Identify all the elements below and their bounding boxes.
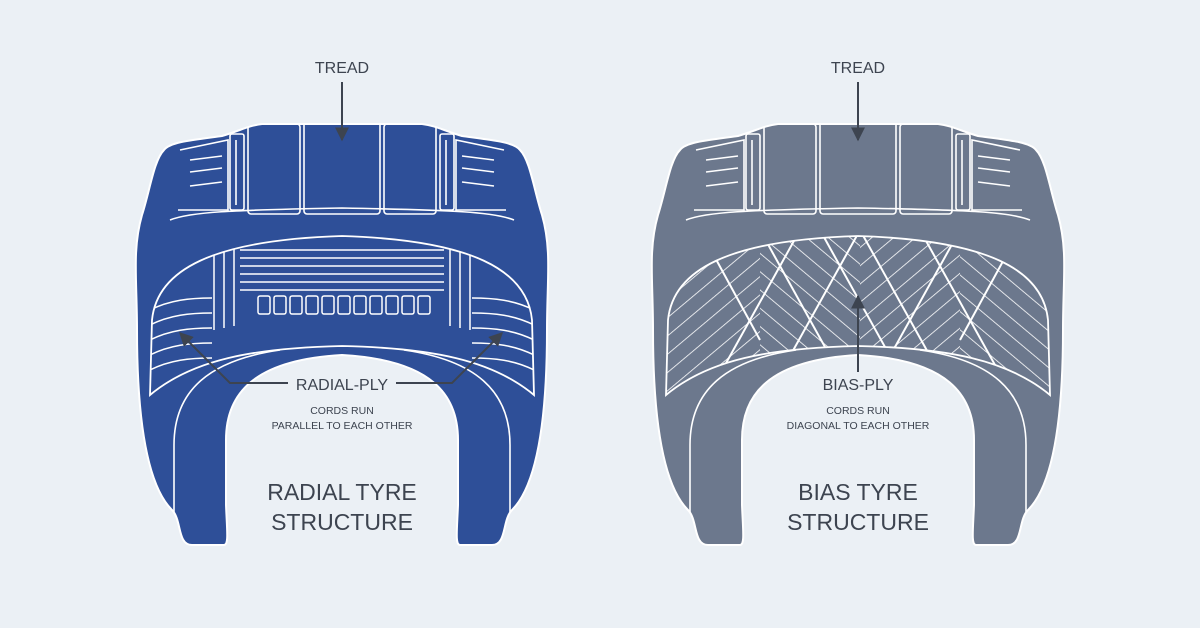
radial-ply-cords	[150, 246, 534, 371]
radial-tread-label: TREAD	[315, 60, 369, 77]
bias-ply-label: BIAS-PLY	[823, 377, 894, 394]
radial-tyre	[134, 123, 550, 546]
radial-title-line1: RADIAL TYRE	[267, 479, 417, 505]
radial-title-line2: STRUCTURE	[271, 509, 413, 535]
bias-title-line2: STRUCTURE	[787, 509, 929, 535]
callout-arrows	[179, 82, 865, 384]
bias-note-line2: DIAGONAL TO EACH OTHER	[787, 420, 930, 432]
radial-ply-label: RADIAL-PLY	[296, 377, 389, 394]
bias-note-line1: CORDS RUN	[826, 405, 890, 417]
bias-tyre	[650, 123, 1066, 546]
radial-tread-blocks	[169, 124, 515, 545]
radial-ply-arrow-right	[396, 332, 503, 384]
radial-note-line1: CORDS RUN	[310, 405, 374, 417]
bias-tread-label: TREAD	[831, 60, 885, 77]
radial-ply-arrow-left	[179, 332, 288, 384]
radial-note-line2: PARALLEL TO EACH OTHER	[272, 420, 413, 432]
bias-title-line1: BIAS TYRE	[798, 479, 918, 505]
bias-tread-blocks	[685, 124, 1031, 545]
